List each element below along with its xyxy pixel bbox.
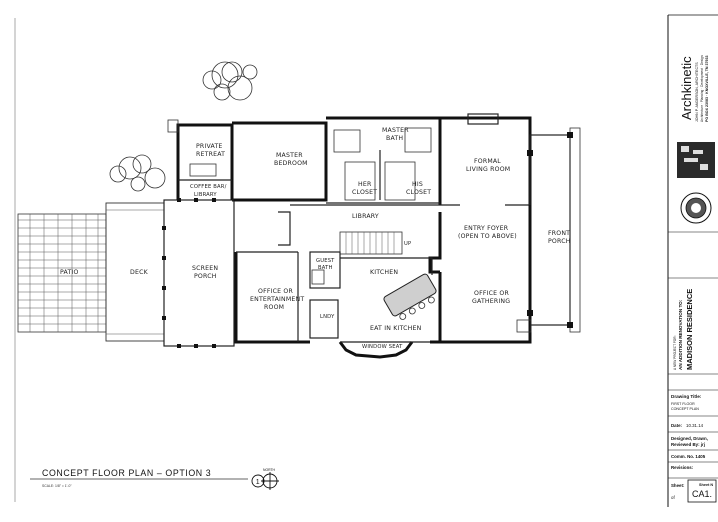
tb-revisions-label: Revisions: — [671, 465, 694, 470]
room-label-office-gathering-1: OFFICE OR — [474, 290, 509, 297]
room-label-library-small: LIBRARY — [194, 192, 217, 198]
room-label-deck: DECK — [130, 269, 149, 276]
private-retreat-area — [167, 119, 234, 200]
tb-sheet-box — [687, 479, 717, 503]
tb-designed-label: Designed, Drawn, — [671, 436, 708, 441]
exterior-walls — [234, 198, 532, 250]
kitchen-area — [338, 257, 437, 359]
room-label-library: LIBRARY — [352, 213, 379, 220]
room-label-master-bath-2: BATH — [386, 135, 403, 142]
room-label-formal-living-2: LIVING ROOM — [466, 166, 510, 173]
tb-project-line1: AN ADDITION RENOVATION TO: — [678, 299, 683, 370]
office-gathering-area — [430, 250, 532, 344]
tb-project-name: MADISON RESIDENCE — [685, 289, 694, 370]
tb-sheet-no-label: Sheet N — [699, 483, 713, 487]
tb-drawing-title-label: Drawing Title: — [671, 394, 702, 399]
room-label-entry-foyer-2: (OPEN TO ABOVE) — [458, 233, 517, 240]
room-label-up: UP — [404, 241, 411, 247]
tb-sheet-of: of — [671, 495, 675, 500]
drawing-caption: CONCEPT FLOOR PLAN – OPTION 3 — [42, 468, 211, 478]
architect-seal-icon — [680, 192, 712, 224]
room-label-his-closet-1: HIS — [412, 181, 423, 188]
room-label-master-bedroom-2: BEDROOM — [274, 160, 308, 167]
tb-date-label: Date: — [671, 423, 683, 428]
room-label-front-porch-1: FRONT — [548, 230, 570, 237]
tb-sheet-label: Sheet: — [671, 483, 685, 488]
room-label-screen-porch-2: PORCH — [194, 273, 217, 280]
room-label-private-retreat-1: PRIVATE — [196, 143, 223, 150]
tb-architect: JOHN P. ANDERSON, ARCHITECTS — [695, 62, 699, 122]
room-label-lndy: LNDY — [320, 314, 335, 320]
room-label-guest-bath-2: BATH — [318, 265, 333, 271]
tb-comm-label: Comm. No. 1405 — [671, 454, 706, 459]
landscape-trees — [109, 61, 258, 192]
room-label-patio: PATIO — [60, 269, 79, 276]
room-label-private-retreat-2: RETREAT — [196, 151, 225, 158]
room-label-entry-foyer-1: ENTRY FOYER — [464, 225, 509, 232]
room-label-formal-living-1: FORMAL — [474, 158, 501, 165]
north-label: NORTH — [263, 468, 276, 472]
north-arrow-icon: 1 NORTH — [251, 468, 279, 490]
room-label-screen-porch-1: SCREEN — [192, 265, 218, 272]
guest-bath-area — [309, 251, 341, 339]
title-block: Archkinetic JOHN P. ANDERSON, ARCHITECTS… — [667, 14, 718, 507]
tb-drawing-title-2: CONCEPT PLAN — [671, 407, 699, 411]
room-label-her-closet-1: HER — [358, 181, 372, 188]
tb-sheet-number: CA1. — [692, 489, 712, 499]
tb-services: Architecture · Planning · Development · … — [700, 55, 704, 122]
tb-address: PO BOX 23083 · KNOXVILLE, TN 37933 — [705, 55, 709, 122]
room-label-office-ent-1: OFFICE OR — [258, 288, 293, 295]
room-label-office-gathering-2: GATHERING — [472, 298, 510, 305]
room-label-guest-bath-1: GUEST — [316, 258, 335, 264]
room-label-kitchen: KITCHEN — [370, 269, 398, 276]
north-number: 1 — [256, 479, 260, 486]
room-label-master-bath-1: MASTER — [382, 127, 409, 134]
room-label-office-ent-2: ENTERTAINMENT — [250, 296, 304, 303]
tb-project-for: A NEW PROJECT FOR: — [673, 335, 677, 370]
office-entertainment-area — [234, 251, 310, 344]
drawing-scale: SCALE: 1/8" = 1'-0" — [42, 484, 72, 488]
patio-area — [17, 213, 107, 333]
room-label-coffee-bar: COFFEE BAR/ — [190, 184, 227, 190]
room-label-eat-in-kitchen: EAT IN KITCHEN — [370, 325, 422, 332]
room-label-his-closet-2: CLOSET — [406, 189, 431, 196]
tb-firm-name: Archkinetic — [679, 56, 694, 120]
room-label-office-ent-3: ROOM — [264, 304, 284, 311]
library-hall-area — [290, 204, 440, 255]
room-label-window-seat: WINDOW SEAT — [362, 344, 403, 350]
room-label-front-porch-2: PORCH — [548, 238, 571, 245]
tb-date-value: 10.31.14 — [686, 423, 704, 428]
tb-drawing-title-1: FIRST FLOOR — [671, 402, 695, 406]
room-label-master-bedroom-1: MASTER — [276, 152, 303, 159]
tb-reviewed-label: Reviewed By: jrj — [671, 442, 705, 447]
room-label-her-closet-2: CLOSET — [352, 189, 377, 196]
